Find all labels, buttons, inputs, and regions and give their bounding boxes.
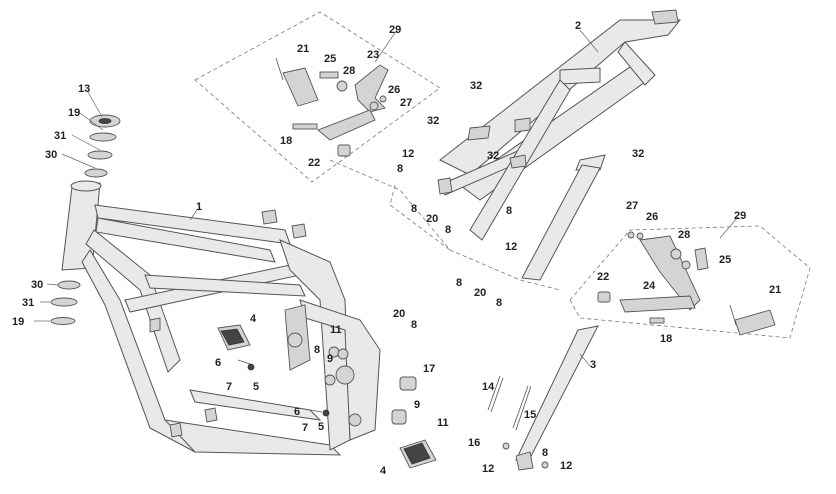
label-spacer-a: 9 (327, 353, 333, 365)
label-bolt-25-right: 25 (719, 254, 731, 266)
label-footpeg-left: 4 (250, 313, 257, 325)
label-bolt-sub-1: 12 (402, 148, 414, 160)
left-group-parts (275, 57, 389, 157)
label-bolt-stand-10: 12 (482, 463, 494, 475)
label-washer-sub-1: 8 (397, 163, 403, 175)
label-washer-frame-20: 20 (393, 308, 405, 320)
label-washer-frame-b: 8 (411, 319, 417, 331)
group-box-left (194, 11, 441, 183)
label-damper: 17 (423, 363, 435, 375)
label-washer-sub-6: 8 (496, 297, 502, 309)
label-race-top: 30 (45, 149, 57, 161)
label-footpeg-right: 4 (380, 465, 387, 477)
label-washer-frame-a: 8 (314, 344, 320, 356)
label-race-bottom: 30 (31, 279, 43, 291)
label-spring-outer: 15 (524, 409, 536, 421)
label-bolt-stand-12: 12 (560, 460, 572, 472)
label-bracket-left: 23 (367, 49, 379, 61)
label-ring-bottom: 31 (22, 297, 34, 309)
label-nut-a: 5 (253, 381, 259, 393)
label-washer-27-right: 27 (626, 200, 638, 212)
label-washer-stand: 8 (542, 447, 548, 459)
label-side-stand: 3 (590, 359, 596, 371)
label-group-left: 29 (389, 24, 401, 36)
part-number-labels: 1 2 3 4 4 5 5 6 6 7 7 8 8 8 8 8 8 8 8 8 … (12, 20, 781, 477)
label-bushing-28-left: 28 (343, 65, 355, 77)
label-group-right: 29 (734, 210, 746, 222)
label-plate-right: 21 (769, 284, 781, 296)
side-stand (487, 325, 599, 471)
label-screw-32-c: 32 (487, 150, 499, 162)
label-linkage-right: 24 (643, 280, 656, 292)
label-spacer-26-left: 26 (388, 84, 400, 96)
label-washer-sub-20a: 20 (426, 213, 438, 225)
label-washer-sub-20b: 20 (474, 287, 486, 299)
label-spring-hook: 16 (468, 437, 480, 449)
label-washer-sub-2: 8 (411, 203, 417, 215)
label-bearing-top: 13 (78, 83, 90, 95)
right-group-parts (597, 231, 776, 336)
label-washer-sub-3: 8 (445, 224, 451, 236)
label-plate-left: 21 (297, 43, 309, 55)
steering-bearings (50, 114, 121, 325)
label-bolt-25-left: 25 (324, 53, 336, 65)
label-clip-a: 7 (226, 381, 232, 393)
label-bolt-frame-b: 11 (437, 417, 449, 429)
group-box-right (569, 225, 811, 339)
label-bushing-left: 22 (308, 157, 320, 169)
label-washer-27-left: 27 (400, 97, 412, 109)
label-screw-32-d: 32 (632, 148, 644, 160)
subframe (437, 9, 682, 281)
label-nut-b: 5 (318, 421, 324, 433)
label-screw-32-b: 32 (427, 115, 439, 127)
label-screw-32-a: 32 (470, 80, 482, 92)
label-clip-b: 7 (302, 422, 308, 434)
main-frame (61, 180, 381, 456)
label-spring-inner: 14 (482, 381, 495, 393)
label-bolt-sub-2: 12 (505, 241, 517, 253)
label-bolt-linkage-left: 18 (280, 135, 292, 147)
label-bolt-frame-a: 11 (330, 324, 342, 336)
label-ring-top: 31 (54, 130, 66, 142)
label-washer-sub-5: 8 (456, 277, 462, 289)
leader-lines (34, 29, 739, 367)
label-seal-top: 19 (68, 107, 80, 119)
label-bushing-right: 22 (597, 271, 609, 283)
label-spacer-b: 9 (414, 399, 420, 411)
label-main-frame: 1 (196, 201, 202, 213)
label-pin-b: 6 (294, 406, 300, 418)
label-bolt-linkage-right: 18 (660, 333, 672, 345)
label-washer-sub-4: 8 (506, 205, 512, 217)
label-subframe: 2 (575, 20, 581, 32)
label-bushing-28-right: 28 (678, 229, 690, 241)
footpeg-parts (217, 324, 437, 469)
label-seal-bottom: 19 (12, 316, 24, 328)
label-spacer-26-right: 26 (646, 211, 658, 223)
label-pin-a: 6 (215, 357, 221, 369)
